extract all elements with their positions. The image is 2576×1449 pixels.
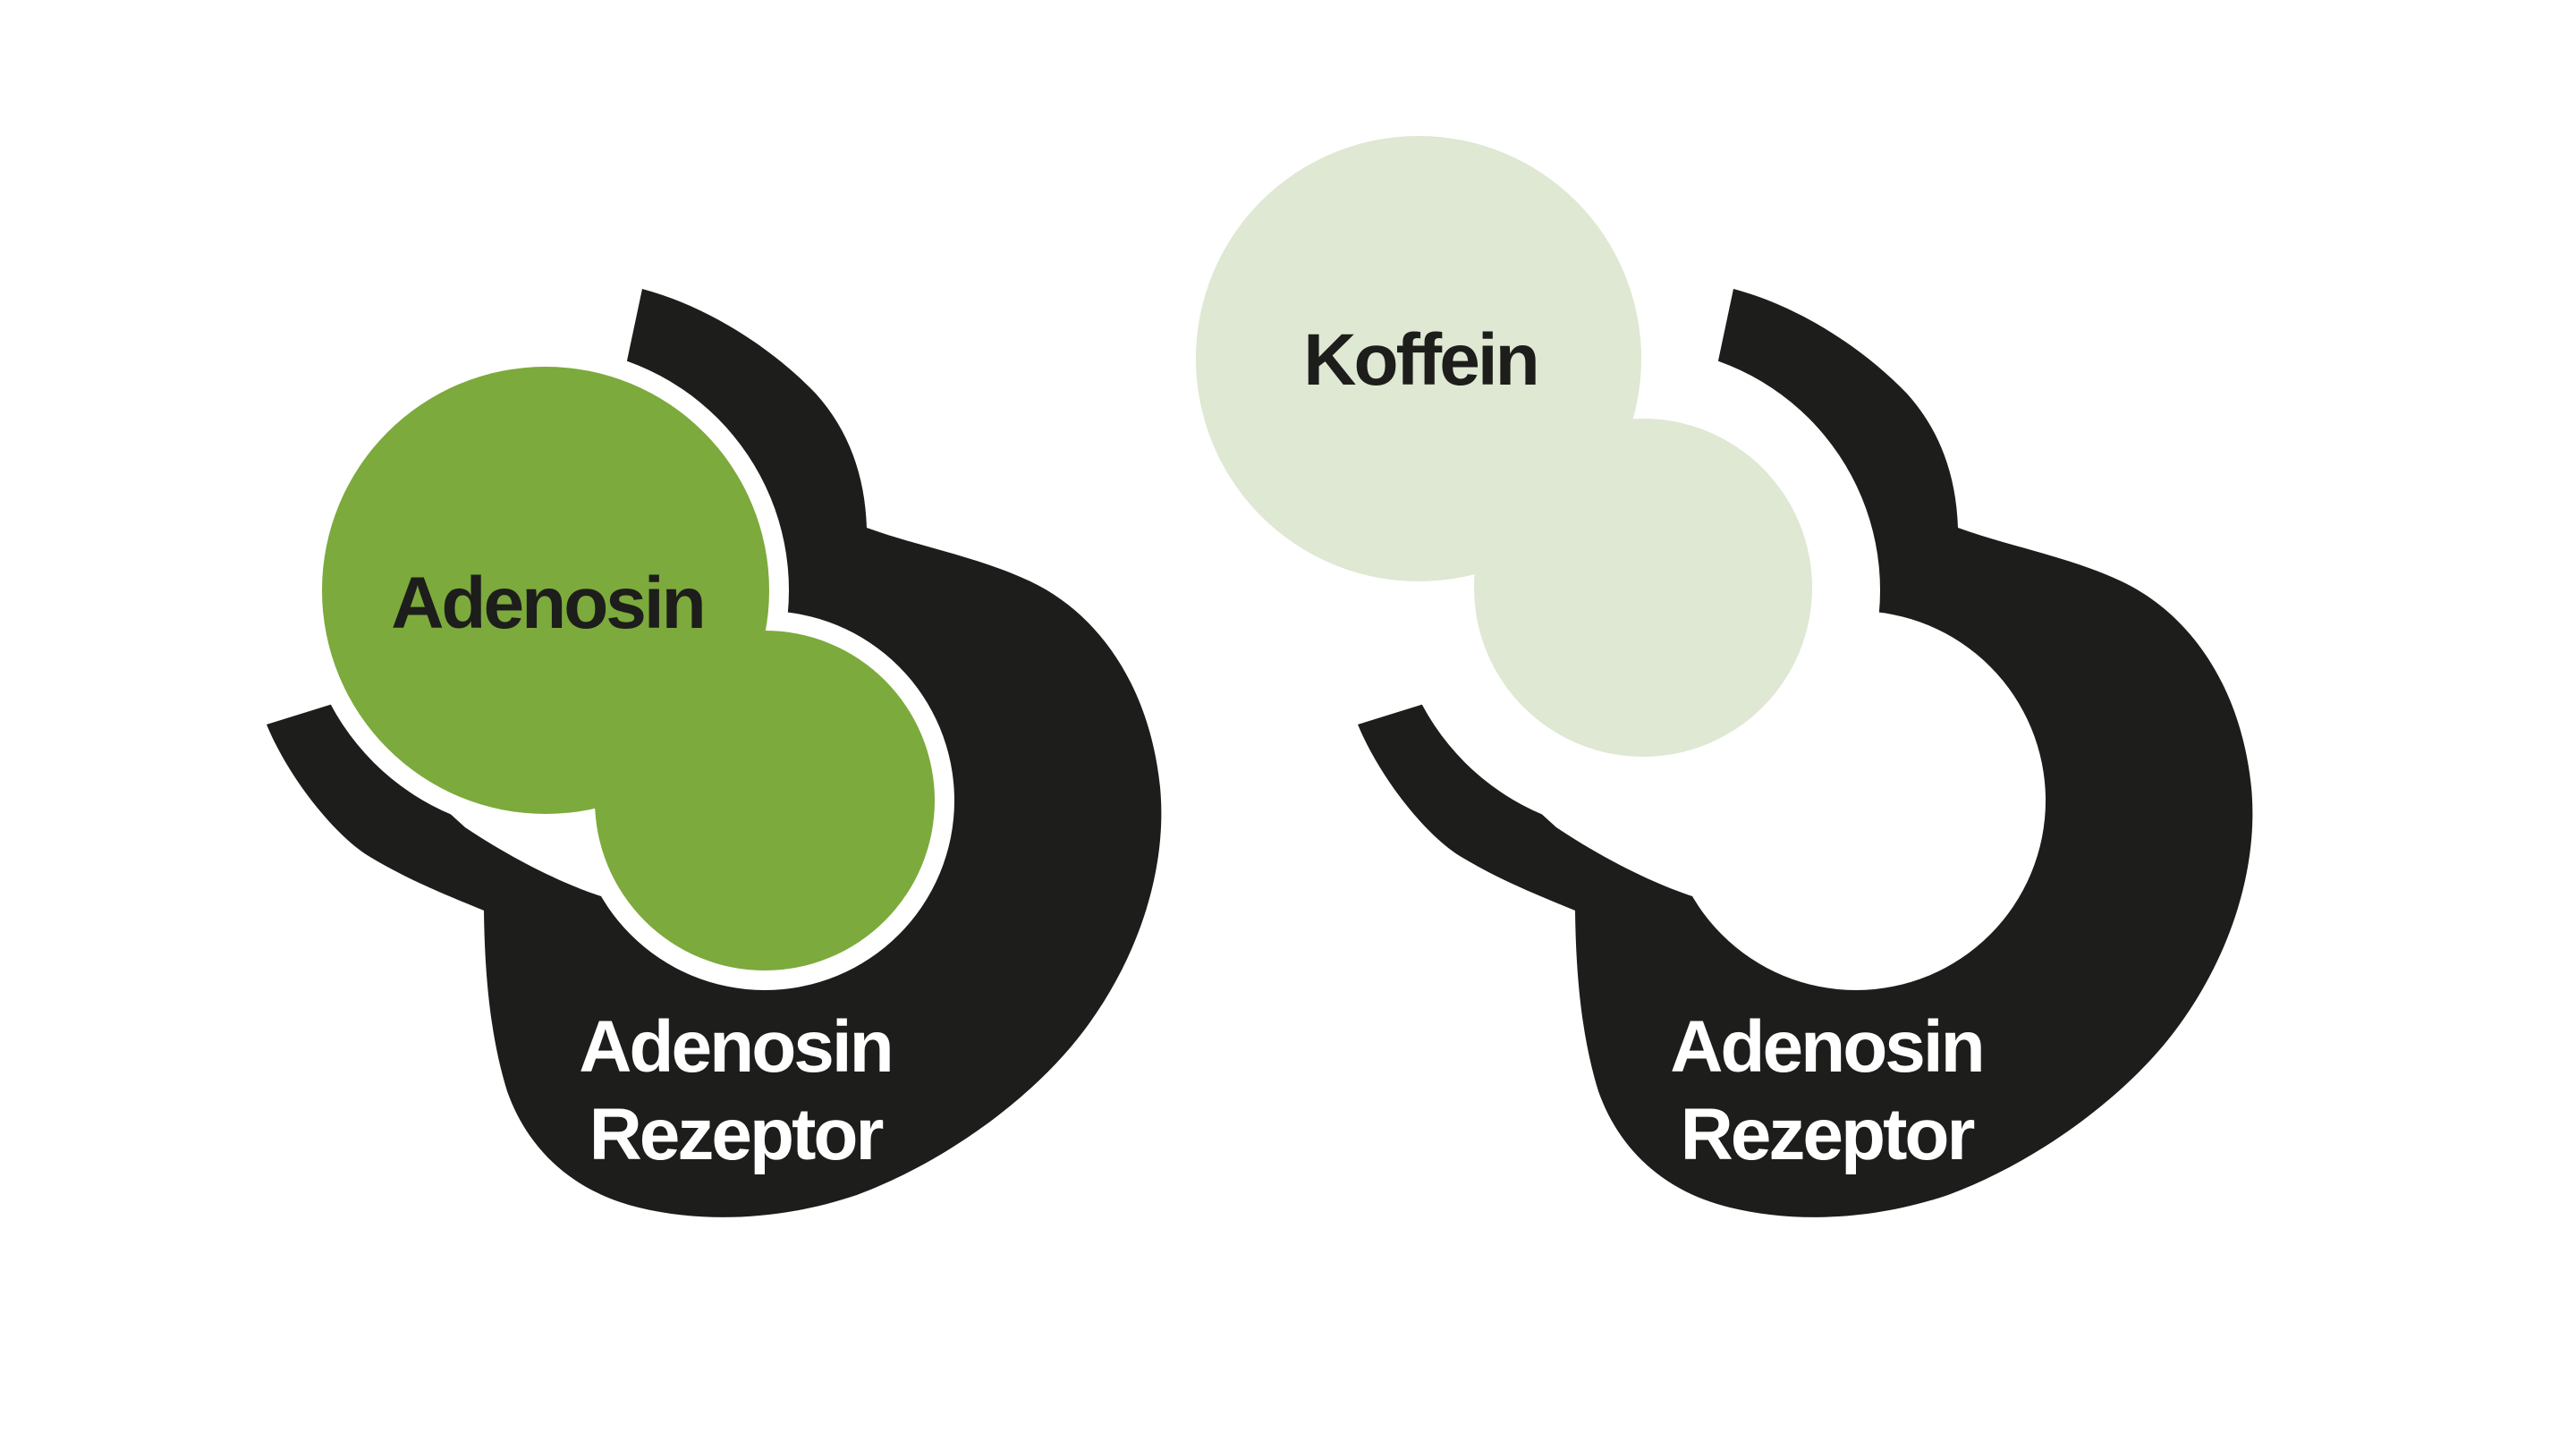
right-receptor-label-line2: Rezeptor xyxy=(1681,1094,1975,1175)
adenosine-molecule-small-lobe xyxy=(595,631,935,970)
adenosine-molecule-label: Adenosin xyxy=(391,563,704,644)
caffeine-molecule-small-lobe xyxy=(1474,419,1812,757)
left-figure-bound-receptor: Adenosin Adenosin Rezeptor xyxy=(267,289,1162,1217)
left-receptor-label-line2: Rezeptor xyxy=(589,1094,884,1175)
right-figure-blocked-receptor: Koffein Adenosin Rezeptor xyxy=(1196,136,2253,1217)
caffeine-molecule-label: Koffein xyxy=(1303,319,1537,401)
left-receptor-label-line1: Adenosin xyxy=(579,1006,892,1088)
right-receptor-label-line1: Adenosin xyxy=(1670,1006,1983,1088)
